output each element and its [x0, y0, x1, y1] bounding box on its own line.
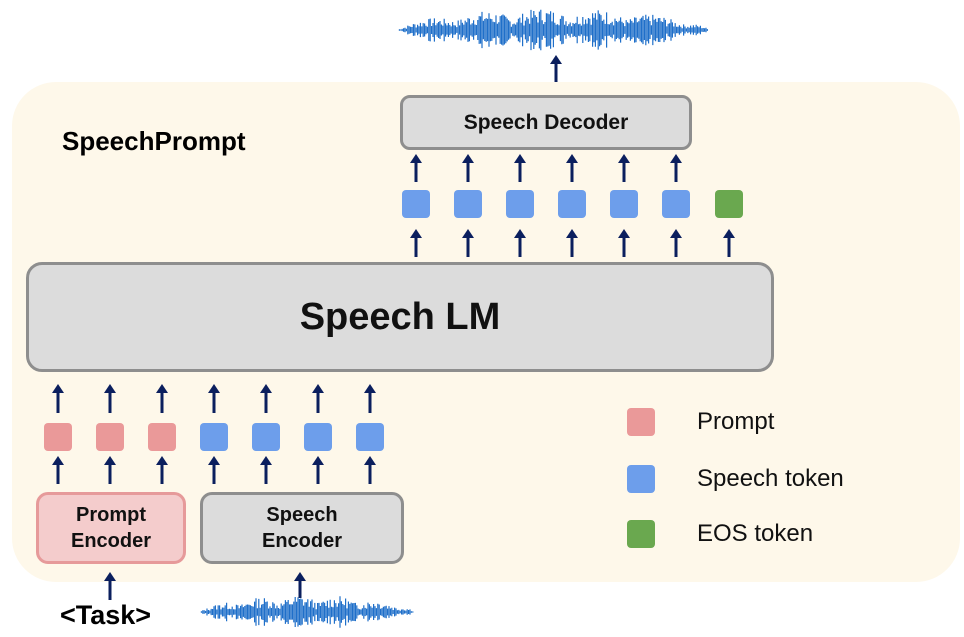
output-arrow-lower-4-head: [566, 229, 578, 238]
input-token-6: [304, 423, 332, 451]
legend-label-speech-token: Speech token: [697, 465, 844, 492]
input-arrow-lower-5-head: [260, 456, 272, 465]
speech-lm-label: Speech LM: [299, 295, 501, 338]
output-arrow-lower-5-head: [618, 229, 630, 238]
output-token-1: [402, 190, 430, 218]
input-arrow-upper-7-head: [364, 384, 376, 393]
output-token-3: [506, 190, 534, 218]
output-arrow-upper-2-head: [462, 154, 474, 163]
input-arrow-upper-3-head: [156, 384, 168, 393]
legend-swatch-speech-token: [627, 465, 655, 493]
legend-label-eos-token: EOS token: [697, 520, 814, 547]
input-arrow-upper-1-head: [52, 384, 64, 393]
speech-decoder-box: Speech Decoder: [400, 95, 692, 150]
legend-item-eos-token: EOS token: [627, 520, 813, 548]
task-arrow-head: [104, 572, 116, 581]
input-token-7: [356, 423, 384, 451]
output-arrow-lower-3-head: [514, 229, 526, 238]
legend-item-speech-token: Speech token: [627, 465, 844, 493]
output-arrow-upper-3-head: [514, 154, 526, 163]
output-arrow-upper-5-head: [618, 154, 630, 163]
input-arrow-upper-6-head: [312, 384, 324, 393]
output-arrow-lower-6-head: [670, 229, 682, 238]
task-input-label: <Task>: [60, 600, 152, 630]
input-arrow-lower-2-head: [104, 456, 116, 465]
speech-encoder-line1: Speech: [266, 504, 338, 526]
prompt-encoder-line1: Prompt: [76, 504, 146, 526]
output-token-6: [662, 190, 690, 218]
input-waveform-arrow-head: [294, 572, 306, 581]
input-arrow-lower-1-head: [52, 456, 64, 465]
output-token-2: [454, 190, 482, 218]
output-arrow-lower-1-head: [410, 229, 422, 238]
legend-swatch-eos-token: [627, 520, 655, 548]
output-arrow-upper-1-head: [410, 154, 422, 163]
speech-encoder-label: Speech Encoder: [262, 502, 342, 554]
legend-item-prompt: Prompt: [627, 408, 774, 436]
output-arrow-upper-4-head: [566, 154, 578, 163]
input-token-5: [252, 423, 280, 451]
input-token-2: [96, 423, 124, 451]
legend-swatch-prompt: [627, 408, 655, 436]
speech-encoder-box: Speech Encoder: [200, 492, 404, 564]
output-arrow-lower-7-head: [723, 229, 735, 238]
speech-encoder-line2: Encoder: [261, 530, 343, 552]
output-arrow-lower-2-head: [462, 229, 474, 238]
prompt-encoder-label: Prompt Encoder: [71, 502, 151, 554]
input-arrow-upper-5-head: [260, 384, 272, 393]
input-arrow-lower-3-head: [156, 456, 168, 465]
speech-decoder-label: Speech Decoder: [463, 110, 629, 134]
input-token-1: [44, 423, 72, 451]
speech-lm-box: Speech LM: [26, 262, 774, 372]
diagram-title: SpeechPrompt: [62, 126, 246, 156]
output-token-4: [558, 190, 586, 218]
input-token-3: [148, 423, 176, 451]
output-token-5: [610, 190, 638, 218]
decoder-output-arrow-head: [550, 55, 562, 64]
input-arrow-upper-2-head: [104, 384, 116, 393]
prompt-encoder-line2: Encoder: [70, 530, 152, 552]
prompt-encoder-box: Prompt Encoder: [36, 492, 186, 564]
input-token-4: [200, 423, 228, 451]
legend-label-prompt: Prompt: [697, 408, 775, 435]
input-arrow-lower-7-head: [364, 456, 376, 465]
output-token-7: [715, 190, 743, 218]
input-waveform: [200, 596, 414, 628]
input-arrow-lower-6-head: [312, 456, 324, 465]
input-arrow-lower-4-head: [208, 456, 220, 465]
input-arrow-upper-4-head: [208, 384, 220, 393]
output-arrow-upper-6-head: [670, 154, 682, 163]
output-waveform: [398, 9, 708, 51]
